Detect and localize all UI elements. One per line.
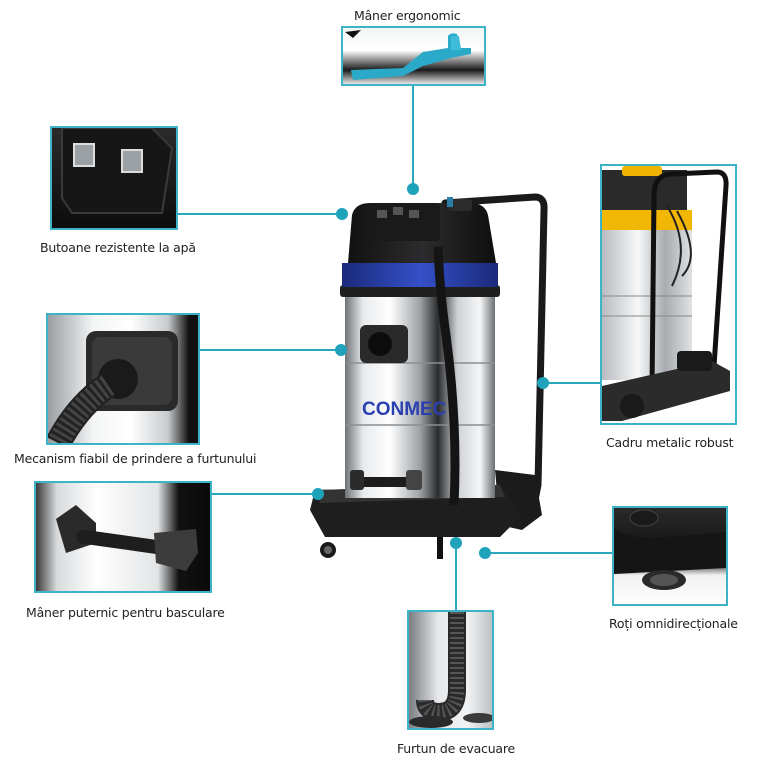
connector-line-tilt-handle xyxy=(212,493,317,495)
connector-line-caster-wheels xyxy=(488,552,612,554)
connector-line-metal-frame xyxy=(546,382,600,384)
inset-drain-hose xyxy=(407,610,494,730)
feature-label-metal-frame: Cadru metalic robust xyxy=(606,435,734,450)
brand-logo: CONMEC xyxy=(362,399,447,420)
connector-dot-metal-frame xyxy=(537,377,549,389)
feature-label-hose-connector: Mecanism fiabil de prindere a furtunului xyxy=(14,451,257,466)
connector-dot-drain-hose xyxy=(450,537,462,549)
connector-line-hose-connector xyxy=(200,349,340,351)
feature-label-tilt-handle: Mâner puternic pentru basculare xyxy=(26,605,225,620)
tilt-handle-icon xyxy=(56,505,198,571)
connector-line-ergonomic-handle xyxy=(412,86,414,186)
inset-ergonomic-handle xyxy=(341,26,486,86)
connector-line-waterproof-buttons xyxy=(178,213,340,215)
vacuum-cleaner-illustration: CONMEC xyxy=(300,185,550,580)
inset-tilt-handle xyxy=(34,481,212,593)
caster-wheel-icon xyxy=(614,509,726,590)
switch-buttons-icon xyxy=(61,128,174,214)
inset-waterproof-buttons xyxy=(50,126,178,230)
drain-hose-icon xyxy=(409,612,492,728)
inset-caster-wheels xyxy=(612,506,728,606)
connector-dot-tilt-handle xyxy=(312,488,324,500)
metal-frame-icon xyxy=(602,166,730,421)
handle-icon xyxy=(345,30,471,80)
connector-dot-waterproof-buttons xyxy=(336,208,348,220)
feature-label-ergonomic-handle: Mâner ergonomic xyxy=(354,8,461,23)
connector-line-drain-hose xyxy=(455,545,457,610)
hose-connector-icon xyxy=(48,331,178,443)
inset-metal-frame xyxy=(600,164,737,425)
connector-dot-caster-wheels xyxy=(479,547,491,559)
feature-label-waterproof-buttons: Butoane rezistente la apă xyxy=(40,240,196,255)
connector-dot-ergonomic-handle xyxy=(407,183,419,195)
feature-label-caster-wheels: Roți omnidirecționale xyxy=(609,616,738,631)
feature-label-drain-hose: Furtun de evacuare xyxy=(397,741,516,756)
inset-hose-connector xyxy=(46,313,200,445)
connector-dot-hose-connector xyxy=(335,344,347,356)
